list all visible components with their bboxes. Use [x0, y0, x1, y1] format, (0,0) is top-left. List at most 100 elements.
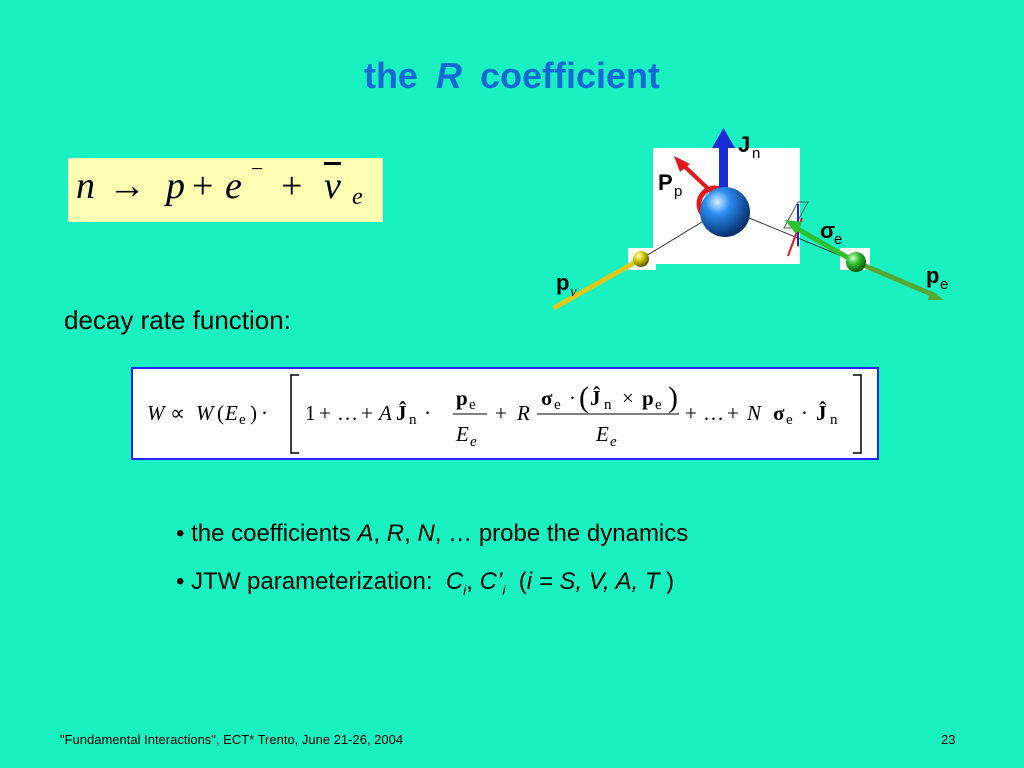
formula-times: × — [622, 386, 634, 410]
label-spin-J: J — [738, 132, 750, 157]
formula-plus: + — [685, 401, 697, 425]
formula-W-of-E: W — [196, 401, 216, 425]
reaction-equation-box: n → p + e − + ν e — [68, 156, 383, 222]
formula-E: E — [595, 422, 609, 446]
label-electron-p-subscript: e — [940, 276, 948, 293]
neutron-spin-arrow — [719, 148, 728, 200]
formula-dots: … — [337, 401, 358, 425]
formula-p-electron: p — [642, 386, 654, 410]
label-sigma-subscript: e — [834, 231, 842, 248]
bullet-list: • the coefficients A, R, N, … probe the … — [176, 520, 688, 616]
formula-p-electron: p — [456, 386, 468, 410]
formula-paren: ( — [217, 401, 224, 425]
neutrino-momentum-arrow — [552, 256, 643, 311]
subscript-i: i — [463, 581, 467, 598]
formula-n-subscript: n — [604, 397, 612, 413]
reaction-plus: + — [281, 165, 303, 207]
neutrino-sphere — [633, 251, 649, 267]
electron-spin-plane — [783, 201, 809, 229]
formula-cdot: · — [801, 401, 808, 425]
list-item: • JTW parameterization: Ci, C’i (i = S, … — [176, 568, 688, 616]
reaction-plus: + — [192, 165, 214, 207]
formula-paren: ( — [579, 381, 589, 414]
decay-rate-formula: W ∝ W ( E e ) · 1 + … + A Ĵ n · p e E e … — [131, 367, 879, 460]
formula-paren: ) — [250, 401, 257, 425]
separator: , — [466, 568, 473, 595]
formula-dots: … — [703, 401, 724, 425]
label-sigma: σ — [820, 218, 835, 243]
formula-svg: W ∝ W ( E e ) · 1 + … + A Ĵ n · p e E e … — [147, 374, 862, 454]
decay-diagram: J n P p σ e p e p ν — [552, 128, 948, 311]
label-proton-P-subscript: p — [674, 183, 682, 200]
formula-E: E — [455, 422, 469, 446]
title-variable-r: R — [435, 55, 462, 96]
coefficient-C-prime: C’ — [479, 568, 503, 595]
coefficient-N: N — [417, 520, 435, 547]
formula-plus: + — [319, 401, 331, 425]
bullet-marker: • — [176, 568, 185, 595]
formula-n-subscript: n — [409, 412, 417, 428]
coefficient-A: A — [357, 520, 374, 547]
formula-cdot: · — [569, 386, 576, 410]
formula-N: N — [746, 401, 762, 425]
title-word-the: the — [363, 55, 418, 96]
formula-plus: + — [727, 401, 739, 425]
decay-rate-label: decay rate function: — [64, 305, 291, 335]
formula-cdot: · — [261, 401, 268, 425]
formula-e-subscript: e — [470, 434, 477, 450]
list-item: • the coefficients A, R, N, … probe the … — [176, 520, 688, 568]
formula-J-hat: Ĵ — [590, 386, 601, 410]
formula-plus: + — [495, 401, 507, 425]
proton-arrow-head — [674, 156, 690, 172]
reaction-antineutrino: ν — [324, 165, 341, 207]
bullet-marker: • — [176, 520, 185, 547]
formula-left-bracket — [290, 374, 299, 454]
electron-sphere — [846, 252, 866, 272]
page-title: the R coefficient — [0, 55, 1024, 97]
label-neutrino-p-subscript: ν — [570, 284, 577, 300]
electron-momentum-arrow — [855, 259, 937, 299]
bullet-text: JTW parameterization: — [191, 568, 433, 595]
formula-e-subscript: e — [239, 412, 246, 428]
formula-J-hat: Ĵ — [396, 401, 407, 425]
separator: , — [373, 520, 381, 547]
reaction-neutron: n — [76, 165, 95, 207]
bullet-text: probe the dynamics — [478, 520, 689, 547]
formula-plus: + — [361, 401, 373, 425]
reaction-electron-charge: − — [251, 156, 264, 181]
formula-e-subscript: e — [655, 397, 662, 413]
formula-cdot: · — [424, 401, 431, 425]
label-spin-J-subscript: n — [752, 145, 760, 162]
formula-sigma: σ — [541, 386, 553, 410]
coefficient-R: R — [386, 520, 405, 547]
formula-R: R — [516, 401, 530, 425]
footer-text: "Fundamental Interactions", ECT* Trento,… — [60, 732, 404, 747]
label-electron-p: p — [926, 263, 939, 288]
formula-e-subscript: e — [610, 434, 617, 450]
title-word-coefficient: coefficient — [479, 55, 661, 96]
subscript-i: i — [502, 581, 506, 598]
formula-paren: ) — [668, 381, 678, 414]
formula-J-hat: Ĵ — [816, 401, 827, 425]
electron-spin-arrow-head — [785, 220, 802, 234]
reaction-arrow: → — [108, 165, 146, 207]
formula-e-subscript: e — [469, 397, 476, 413]
electron-momentum-arrow-head — [928, 290, 944, 300]
formula-E: E — [224, 401, 238, 425]
neutron-sphere — [700, 187, 750, 237]
formula-e-subscript: e — [554, 397, 561, 413]
bullet-text: the coefficients — [191, 520, 351, 547]
neutron-spin-arrow-head — [712, 128, 735, 148]
label-neutrino-p: p — [556, 270, 569, 295]
label-proton-P: P — [658, 170, 673, 195]
formula-one: 1 — [305, 401, 316, 425]
formula-e-subscript: e — [786, 412, 793, 428]
separator: , … — [434, 520, 473, 547]
coefficient-C: C — [445, 568, 464, 595]
reaction-proton: p — [166, 165, 185, 207]
reaction-electron: e — [225, 165, 242, 207]
electron-spin-arrow — [794, 225, 854, 263]
paren: ) — [666, 568, 675, 595]
index-values: i = S, V, A, T — [526, 568, 660, 595]
reaction-antineutrino-subscript: e — [352, 184, 363, 210]
